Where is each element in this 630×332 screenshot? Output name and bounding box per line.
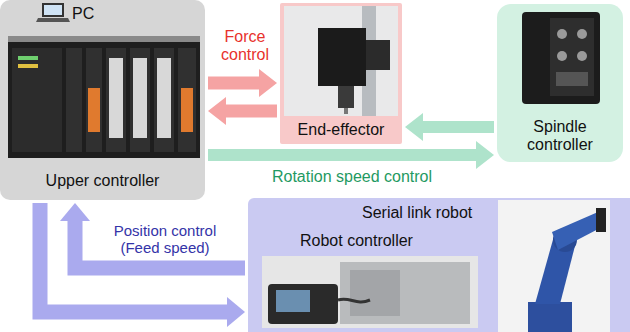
teach-pendant	[268, 284, 338, 324]
text-slot: Upper controller	[0, 172, 205, 190]
plc-terminal-grid	[157, 58, 171, 138]
plc-terminal	[181, 88, 193, 132]
box-label: Spindle controller	[510, 118, 610, 155]
control-arrow	[405, 113, 494, 141]
connector	[577, 51, 587, 61]
force-unit	[318, 28, 366, 86]
robot-base	[528, 302, 572, 332]
robot-arm-photo	[498, 200, 610, 332]
plc-cpu	[12, 48, 62, 152]
robot-controller-photo	[262, 256, 478, 328]
text-slot: Serial link robot	[362, 204, 472, 222]
spindle-controller-photo	[522, 12, 600, 104]
plc-module	[106, 48, 126, 152]
text-slot: Spindle controller	[510, 118, 610, 155]
box-heading: Serial link robot	[362, 204, 472, 222]
edge-label: Force control	[210, 28, 280, 65]
control-arrow	[40, 203, 245, 327]
photo-background	[262, 256, 478, 328]
plc-terminal-grid	[133, 58, 147, 138]
plc-photo	[8, 36, 200, 158]
arrow-head	[227, 297, 245, 327]
arrow-shaft	[208, 77, 259, 90]
box-label: Robot controller	[300, 232, 413, 250]
control-arrow	[208, 141, 494, 169]
plc-rail	[8, 36, 200, 42]
plc-terminal	[88, 88, 100, 132]
connector	[557, 51, 567, 61]
tool	[344, 108, 348, 114]
controller-cabinet	[340, 262, 470, 324]
front-panel	[550, 18, 594, 96]
arrow-head	[405, 113, 423, 141]
laptop-display	[44, 5, 62, 15]
laptop-base	[36, 18, 70, 22]
arrow-shaft	[208, 149, 476, 161]
edge-label: Rotation speed control	[272, 168, 432, 186]
mount-bracket	[366, 40, 390, 70]
plc-led	[18, 64, 38, 68]
control-arrow	[208, 69, 277, 97]
plc-led	[18, 56, 38, 60]
laptop-icon	[36, 3, 70, 22]
label-slot: Rotation speed control	[252, 168, 452, 186]
end-effector-photo	[284, 6, 398, 116]
laptop-screen	[42, 3, 64, 17]
label-slot: Position control (Feed speed)	[95, 222, 235, 257]
cabinet-panel	[350, 270, 400, 316]
arrow-shaft	[423, 121, 494, 133]
switch-panel	[556, 72, 588, 86]
spindle	[338, 86, 354, 108]
control-arrow	[208, 97, 277, 125]
arrow-shaft	[226, 105, 277, 118]
text-slot: PC	[72, 5, 94, 23]
plc-module	[66, 48, 82, 152]
arrow-shaft	[40, 203, 227, 312]
pendant-screen	[276, 290, 310, 312]
plc-module	[154, 48, 174, 152]
text-slot: Robot controller	[300, 232, 413, 250]
plc-module	[178, 48, 196, 152]
box-label: End-effector	[298, 121, 385, 139]
connector	[557, 29, 567, 39]
control-arrow	[60, 203, 245, 268]
connector	[577, 29, 587, 39]
box-label: Upper controller	[46, 172, 160, 190]
text-slot: End-effector	[280, 121, 402, 139]
arrow-head	[208, 97, 226, 125]
label-slot: Force control	[210, 28, 280, 65]
plc-module	[86, 48, 102, 152]
plc-body	[8, 42, 200, 158]
edge-label: Position control (Feed speed)	[95, 222, 235, 257]
plc-module	[130, 48, 150, 152]
arrow-head	[259, 69, 277, 97]
plc-terminal-grid	[109, 58, 123, 138]
controller-case	[522, 12, 600, 104]
box-heading: PC	[72, 5, 94, 23]
robot-wrist	[596, 208, 606, 232]
arrow-shaft	[75, 221, 245, 268]
photo-background	[498, 200, 610, 332]
pendant-cable	[338, 299, 370, 302]
arrow-head	[60, 203, 90, 221]
arrow-head	[476, 141, 494, 169]
photo-background	[284, 6, 398, 116]
